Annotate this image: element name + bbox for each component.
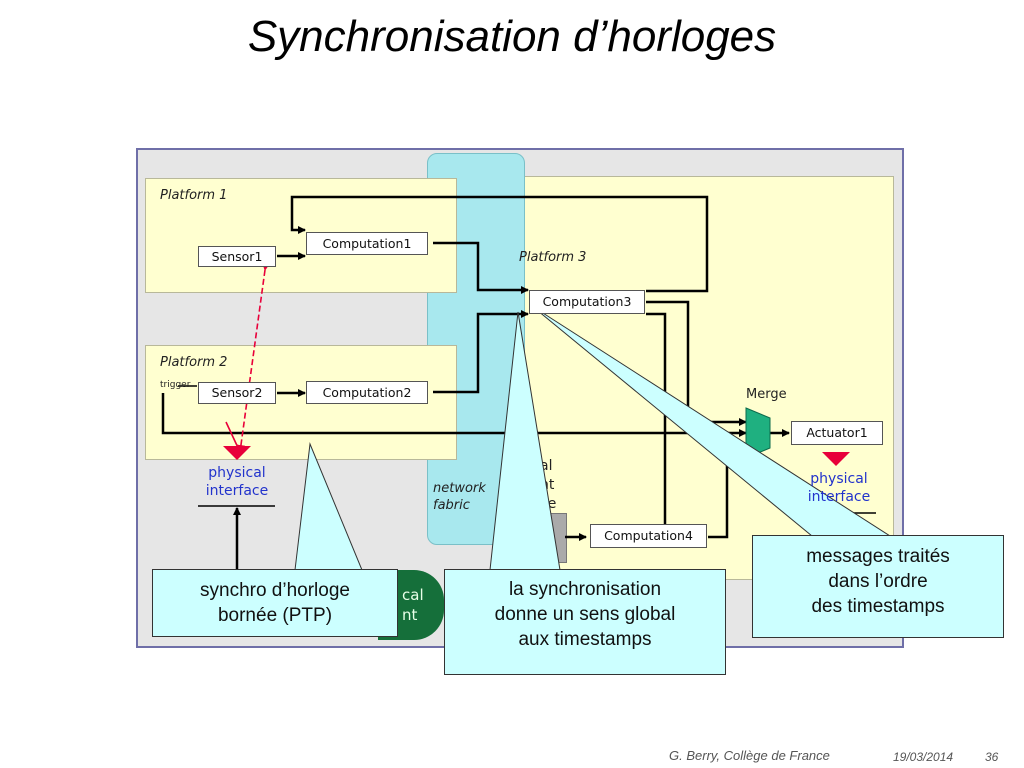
platform3-label: Platform 3 <box>519 250 587 265</box>
merge-label: Merge <box>746 387 787 402</box>
physical-interface-right: physical interface <box>798 470 880 506</box>
network-fabric-line1: network <box>433 481 486 496</box>
computation1-box: Computation1 <box>306 232 428 255</box>
callout-ptp: synchro d’horloge bornée (PTP) <box>152 569 398 637</box>
wire-loop-to-merge <box>161 393 747 437</box>
actuator1-box: Actuator1 <box>791 421 883 445</box>
network-fabric-label: network fabric <box>433 480 486 514</box>
network-fabric-line2: fabric <box>433 498 470 513</box>
slide-title: Synchronisation d’horloges <box>247 12 777 61</box>
trigger-label: trigger <box>160 380 191 390</box>
callout-global-line1: la synchronisation <box>508 579 662 600</box>
merge-shape <box>745 407 771 459</box>
wire-comp1-comp3 <box>433 241 529 294</box>
callout-ptp-line2: bornée (PTP) <box>217 605 333 626</box>
callout-ptp-pointer <box>294 442 363 571</box>
green-label-1: cal <box>402 586 424 604</box>
platform2-label: Platform 2 <box>160 355 228 370</box>
phys-left-line2: interface <box>205 483 269 499</box>
wire-comp3-to-merge <box>646 300 747 426</box>
wire-comp3-to-right <box>646 312 667 535</box>
callout-ptp-line1: synchro d’horloge <box>200 580 350 601</box>
footer-page: 36 <box>985 750 999 764</box>
sensor2-box: Sensor2 <box>198 382 276 404</box>
platform1-label: Platform 1 <box>160 188 228 203</box>
callout-global-line3: aux timestamps <box>518 629 652 650</box>
callout-global-line2: donne un sens global <box>494 604 676 625</box>
callout-order-line1: messages traités <box>806 546 950 567</box>
phys-left-line1: physical <box>208 465 266 481</box>
wire-comp3-loop-to-comp1 <box>290 195 709 293</box>
computation4-box: Computation4 <box>590 524 707 548</box>
phys-right-line2: interface <box>807 489 871 505</box>
phys-interface-marker-right <box>822 452 850 466</box>
callout-order-line2: dans l’ordre <box>828 571 928 592</box>
phys-right-line1: physical <box>810 471 868 487</box>
footer-author: G. Berry, Collège de France <box>669 748 830 763</box>
callout-global-pointer <box>489 311 561 571</box>
callout-global: la synchronisation donne un sens global … <box>444 569 726 675</box>
computation3-box: Computation3 <box>529 290 645 314</box>
ptp-link-tick <box>225 421 241 453</box>
physical-interface-left: physical interface <box>196 464 278 500</box>
footer-date: 19/03/2014 <box>893 750 954 764</box>
computation2-box: Computation2 <box>306 381 428 404</box>
ptp-link <box>236 262 270 453</box>
wire-comp2-comp3 <box>433 310 529 394</box>
sensor1-box: Sensor1 <box>198 246 276 267</box>
callout-order: messages traités dans l’ordre des timest… <box>752 535 1004 638</box>
green-label-2: nt <box>402 606 418 624</box>
callout-order-line3: des timestamps <box>811 596 945 617</box>
phys-interface-marker-left <box>223 446 251 460</box>
